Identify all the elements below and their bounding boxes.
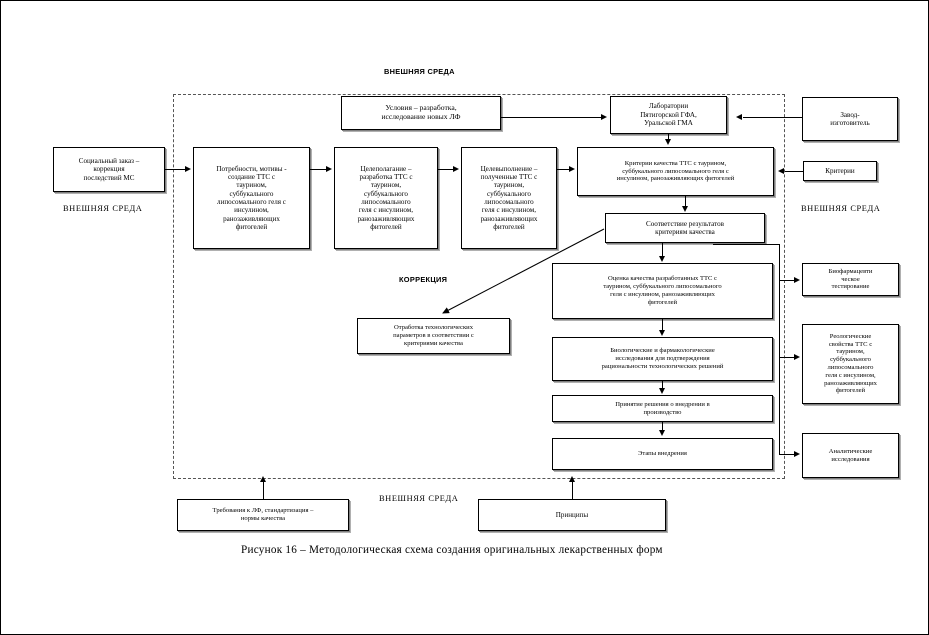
connector-bus-to-analytical (779, 454, 795, 455)
arrowhead-assessment-to-research (658, 330, 665, 336)
connector-bus-vertical (779, 244, 780, 454)
box-analytical-text: Аналитические исследования (828, 447, 873, 463)
arrowhead-social-to-needs (185, 165, 191, 172)
box-goal-fulfilment-text: Целевыполнение – полученные ТТС с таурин… (480, 164, 538, 232)
connector-principles-up (572, 482, 573, 499)
connector-fulfilment-to-criteria (557, 169, 570, 170)
box-social-order[interactable]: Социальный заказ – коррекция последствий… (53, 147, 165, 192)
external-environment-frame (173, 94, 785, 479)
label-external-environment-bottom: ВНЕШНЯЯ СРЕДА (379, 494, 459, 503)
connector-conformity-to-assessment (662, 243, 663, 257)
arrowhead-fulfilment-to-criteria (569, 165, 575, 172)
connector-conditions-to-lab (501, 117, 602, 118)
box-analytical[interactable]: Аналитические исследования (802, 433, 899, 478)
box-goal-setting[interactable]: Целеполагание – разработка ТТС с таурино… (334, 147, 438, 249)
arrowhead-principles-up (568, 476, 575, 482)
connector-bus-top (713, 244, 780, 245)
connector-bus-to-biopharm (779, 280, 795, 281)
box-manufacturer-text: Завод- изготовитель (830, 110, 870, 127)
box-implementation-stages-text: Этапы внедрения (638, 450, 687, 458)
arrowhead-goal-to-fulfilment (453, 165, 459, 172)
box-principles-text: Принципы (555, 510, 589, 519)
box-conformity-text: Соответствие результатов критериям качес… (645, 219, 725, 236)
connector-criteria-to-conformity (685, 196, 686, 207)
box-decision-production-text: Принятие решения о внедрении в производс… (615, 400, 710, 416)
arrowhead-requirements-up (259, 476, 266, 482)
box-tech-params[interactable]: Отработка технологических параметров в с… (357, 318, 510, 354)
box-principles[interactable]: Принципы (478, 499, 666, 531)
box-needs-motives[interactable]: Потребности, мотивы - создание ТТС с тау… (193, 147, 310, 249)
connector-goal-to-fulfilment (438, 169, 454, 170)
box-goal-fulfilment[interactable]: Целевыполнение – полученные ТТС с таурин… (461, 147, 557, 249)
connector-assessment-to-research (662, 319, 663, 331)
arrowhead-bus-to-analytical (794, 450, 800, 457)
box-rheological[interactable]: Реологические свойства ТТС с таурином, с… (802, 324, 899, 404)
box-needs-motives-text: Потребности, мотивы - создание ТТС с тау… (216, 164, 287, 232)
box-bio-pharm-research-text: Биологические и фармакологические исслед… (601, 347, 724, 370)
box-requirements[interactable]: Требования к ЛФ, стандартизация – нормы … (177, 499, 349, 531)
arrowhead-conditions-to-lab (601, 113, 607, 120)
box-quality-assessment-text: Оценка качества разработанных ТТС с таур… (603, 275, 722, 306)
box-quality-criteria-text: Критерии качества ТТС с таурином, суббук… (616, 159, 735, 183)
connector-bus-to-rheological (779, 357, 795, 358)
box-biopharm-testing[interactable]: Биофармацевти ческое тестирование (802, 263, 899, 296)
box-laboratories-text: Лаборатории Пятигорской ГФА, Уральской Г… (640, 102, 697, 128)
connector-decision-to-stages (662, 422, 663, 431)
box-goal-setting-text: Целеполагание – разработка ТТС с таурино… (357, 164, 415, 232)
connector-needs-to-goal (310, 169, 327, 170)
box-criteria[interactable]: Критерии (803, 161, 877, 181)
label-correction: КОРРЕКЦИЯ (399, 275, 448, 284)
arrowhead-needs-to-goal (326, 165, 332, 172)
arrowhead-decision-to-stages (658, 430, 665, 436)
box-decision-production[interactable]: Принятие решения о внедрении в производс… (552, 395, 773, 422)
box-conditions[interactable]: Условия – разработка, исследование новых… (341, 96, 501, 130)
figure-caption: Рисунок 16 – Методологическая схема созд… (241, 544, 663, 556)
arrowhead-bus-to-biopharm (794, 276, 800, 283)
connector-lab-to-criteria (668, 134, 669, 140)
connector-requirements-up (263, 482, 264, 499)
box-conditions-text: Условия – разработка, исследование новых… (381, 103, 461, 121)
arrowhead-research-to-decision (658, 388, 665, 394)
connector-research-to-decision (662, 381, 663, 389)
connector-criteria-to-quality (785, 171, 803, 172)
box-requirements-text: Требования к ЛФ, стандартизация – нормы … (212, 507, 314, 522)
box-bio-pharm-research[interactable]: Биологические и фармакологические исслед… (552, 337, 773, 381)
box-criteria-text: Критерии (825, 166, 855, 175)
label-external-environment-left: ВНЕШНЯЯ СРЕДА (63, 204, 143, 213)
arrowhead-manufacturer-to-lab (736, 113, 742, 120)
box-laboratories[interactable]: Лаборатории Пятигорской ГФА, Уральской Г… (610, 96, 727, 134)
box-rheological-text: Реологические свойства ТТС с таурином, с… (824, 332, 877, 395)
box-quality-assessment[interactable]: Оценка качества разработанных ТТС с таур… (552, 263, 773, 319)
box-tech-params-text: Отработка технологических параметров в с… (393, 324, 474, 347)
box-manufacturer[interactable]: Завод- изготовитель (802, 97, 898, 141)
arrowhead-lab-to-criteria (664, 139, 671, 145)
label-external-environment-top: ВНЕШНЯЯ СРЕДА (384, 67, 455, 76)
arrowhead-conformity-to-assessment (658, 256, 665, 262)
box-quality-criteria[interactable]: Критерии качества ТТС с таурином, суббук… (577, 147, 774, 196)
label-external-environment-right: ВНЕШНЯЯ СРЕДА (801, 204, 881, 213)
box-social-order-text: Социальный заказ – коррекция последствий… (78, 156, 140, 182)
box-implementation-stages[interactable]: Этапы внедрения (552, 438, 773, 470)
box-biopharm-testing-text: Биофармацевти ческое тестирование (828, 267, 873, 291)
arrowhead-criteria-to-quality (778, 167, 784, 174)
arrowhead-bus-to-rheological (794, 353, 800, 360)
box-conformity[interactable]: Соответствие результатов критериям качес… (605, 213, 765, 243)
connector-manufacturer-to-lab (743, 117, 802, 118)
connector-social-to-needs (165, 169, 186, 170)
arrowhead-criteria-to-conformity (681, 206, 688, 212)
